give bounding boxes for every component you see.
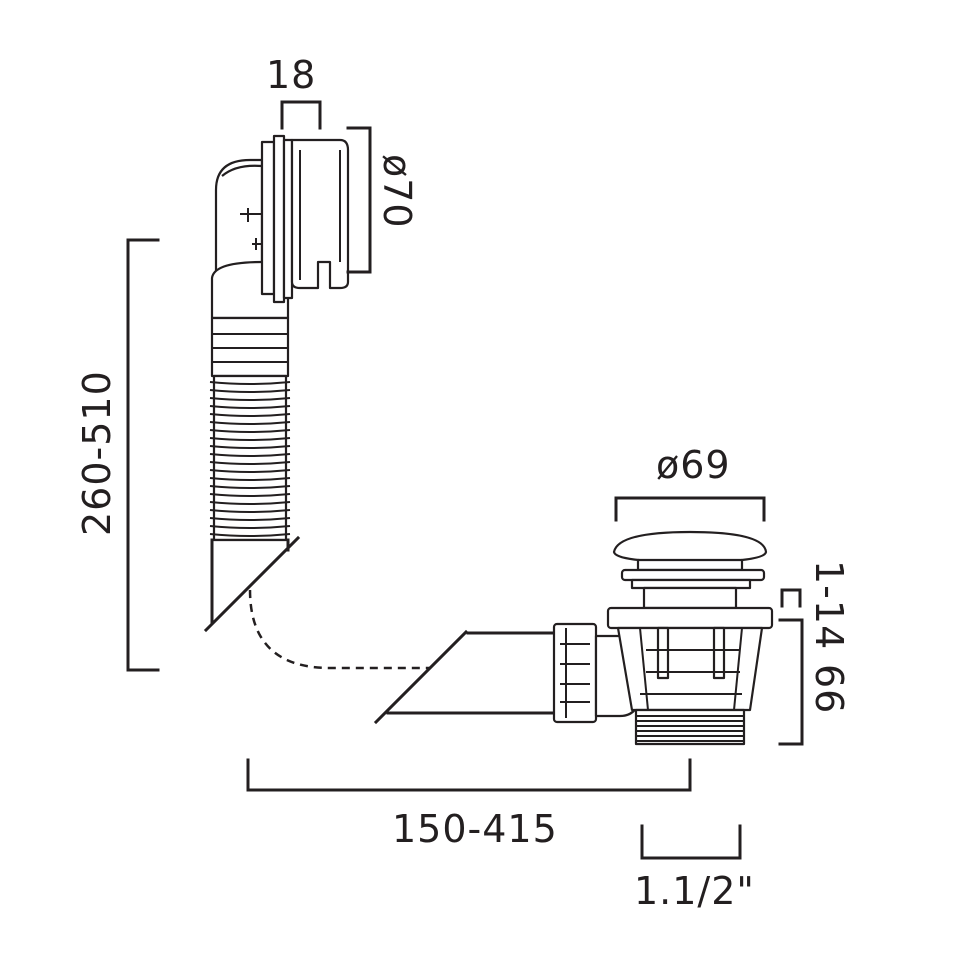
overflow-diameter-label: ø70 — [375, 154, 419, 229]
dimension-height-range: 260-510 — [75, 238, 160, 672]
dimension-overflow-diameter: ø70 — [346, 126, 419, 274]
dimension-waste-height: 66 — [778, 618, 851, 746]
dimension-length-range: 150-415 — [246, 758, 692, 851]
height-range-label: 260-510 — [75, 370, 119, 536]
length-range-label: 150-415 — [392, 807, 558, 851]
hidden-pipe-path — [248, 589, 430, 670]
dimension-waste-diameter: ø69 — [614, 443, 766, 522]
overflow-assembly — [210, 134, 350, 320]
dimension-overflow-width: 18 — [266, 53, 322, 130]
clicker-waste — [606, 530, 774, 746]
waste-diameter-label: ø69 — [656, 443, 731, 487]
overflow-width-label: 18 — [266, 53, 316, 97]
waste-height-label: 66 — [807, 664, 851, 714]
horizontal-pipe — [373, 622, 642, 725]
deck-thickness-label: 1-14 — [807, 560, 851, 650]
thread-size-label: 1.1/2" — [634, 869, 755, 913]
dimension-thread-size: 1.1/2" — [634, 824, 755, 913]
dimension-deck-thickness: 1-14 — [780, 560, 851, 650]
flexible-pipe — [203, 316, 301, 633]
